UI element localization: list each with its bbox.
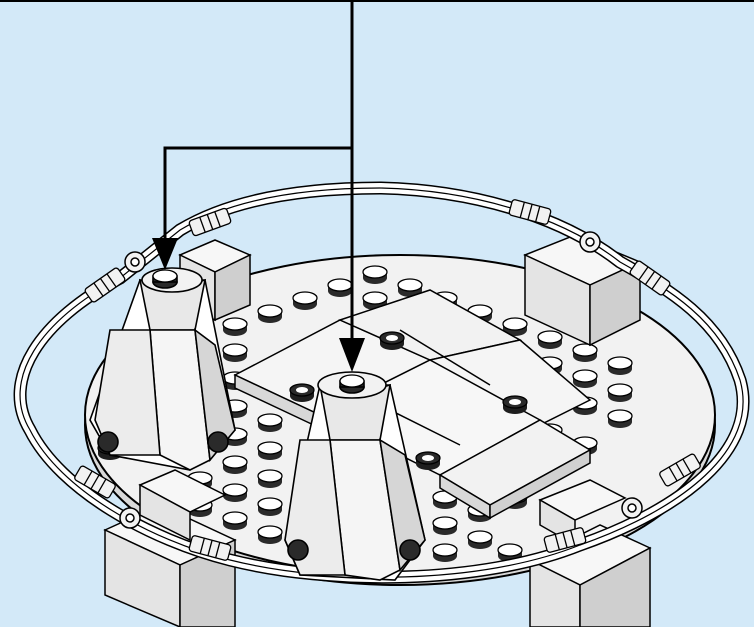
instruction-step-canvas (0, 0, 754, 627)
build-step-illustration (0, 0, 754, 627)
